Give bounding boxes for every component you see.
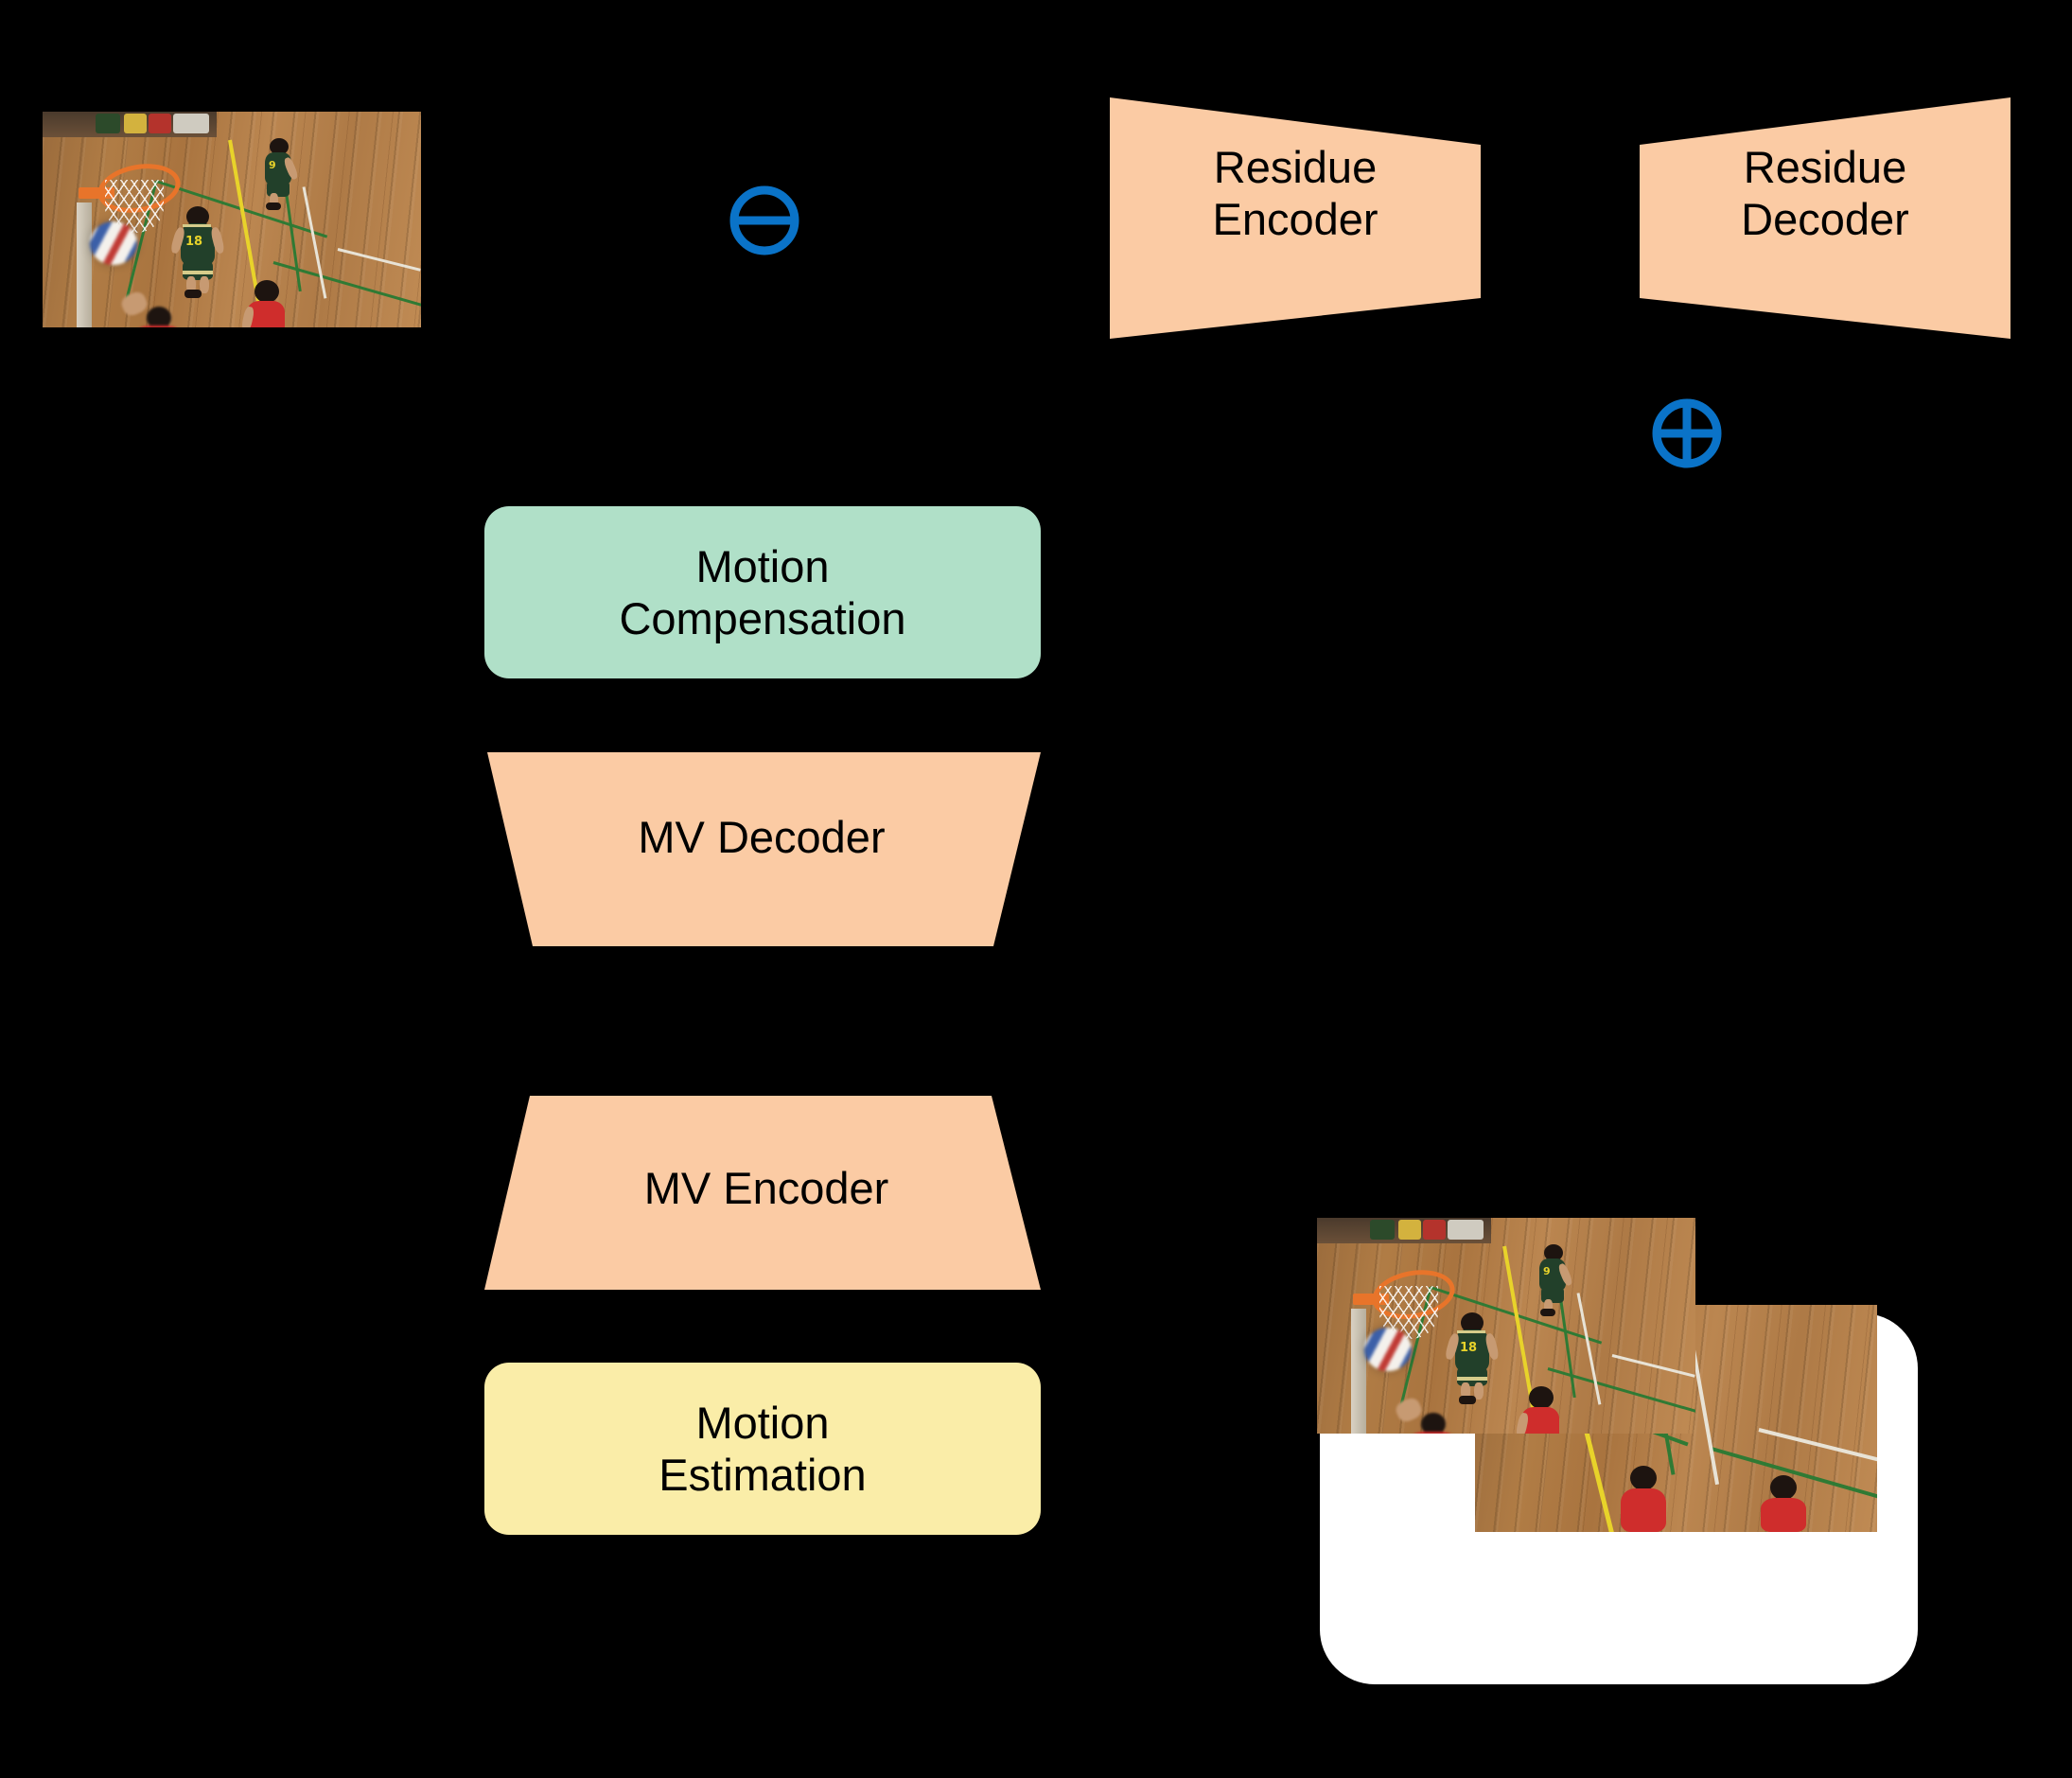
player-head [1770,1475,1797,1500]
block-label-motion-estimation: Motion Estimation [658,1397,867,1500]
court-background-objects [173,114,209,133]
player-number: 9 [269,159,276,171]
player-green-upper: 9 [258,138,300,210]
player-red-bottom-left [1393,1395,1459,1434]
player-shorts [1457,1365,1487,1386]
court-background-objects [149,114,171,133]
player-leg [270,193,278,206]
court-background-objects [96,114,120,133]
player-shorts [267,180,290,197]
block-label-mv-decoder: MV Decoder [638,812,886,862]
player-head [1461,1312,1484,1333]
block-label-residue-decoder: Residue Decoder [1741,142,1909,245]
player-shorts-trim [1457,1377,1487,1381]
player-red-lower-right [1515,1386,1567,1434]
player-head [1529,1386,1554,1409]
player-jersey [1412,1432,1453,1434]
buffer-frame-front-image: 18 9 [1317,1218,1695,1434]
player-leg [186,276,196,293]
basketball [90,221,137,265]
player-red-right [1759,1475,1814,1532]
block-residue-encoder[interactable]: Residue Encoder [1110,97,1481,339]
player-number: 18 [1460,1341,1478,1355]
player-jersey-trim [1457,1330,1485,1333]
court-background-objects [124,114,147,133]
player-leg [1461,1382,1470,1400]
player-shoe [184,290,202,298]
player-jersey-trim [183,224,211,227]
player-leg [200,276,209,293]
player-green-18: 18 [1444,1312,1501,1404]
player-number: 18 [185,235,203,249]
circled-plus-icon [1649,396,1725,471]
block-residue-decoder[interactable]: Residue Decoder [1640,97,2011,339]
player-head [1544,1244,1563,1261]
decoded-frame-buffer[interactable]: 18 9 [1317,1218,1918,1684]
player-jersey [1455,1329,1489,1371]
hoop-post [1351,1309,1366,1434]
player-jersey [1621,1488,1666,1532]
block-mv-encoder[interactable]: MV Encoder [473,1096,1060,1293]
block-mv-decoder[interactable]: MV Decoder [478,752,1045,949]
player-leg [1544,1299,1553,1312]
block-motion-estimation[interactable]: Motion Estimation [484,1363,1041,1535]
current-frame-image: 18 9 [43,112,421,327]
block-label-mv-encoder: MV Encoder [643,1163,889,1213]
block-label-residue-encoder: Residue Encoder [1212,142,1378,245]
player-shoe [266,202,281,210]
player-jersey [181,223,215,265]
player-hand [118,289,150,319]
court-background-objects [1398,1220,1421,1240]
player-shoe [1540,1309,1555,1316]
court-background-objects [1370,1220,1395,1240]
player-head [270,138,289,155]
player-head [147,307,171,327]
player-hand [1393,1395,1425,1425]
circled-minus-icon [727,183,802,258]
player-jersey [137,326,179,327]
player-head [255,280,279,303]
court-background-objects [1423,1220,1446,1240]
player-leg [1474,1382,1484,1400]
player-number: 9 [1543,1265,1551,1277]
player-head [186,206,209,227]
player-red-lower-right [240,280,292,327]
basketball [1364,1328,1412,1371]
player-shorts [1541,1286,1564,1303]
player-shorts [183,259,213,280]
player-green-upper: 9 [1533,1244,1574,1316]
player-head [1630,1466,1657,1490]
player-red-bottom-left [118,289,184,327]
hoop-post [77,202,92,327]
block-motion-compensation[interactable]: Motion Compensation [484,506,1041,678]
player-jersey [1761,1498,1806,1532]
player-shorts-trim [183,271,213,274]
player-shoe [1459,1396,1476,1404]
block-label-motion-compensation: Motion Compensation [619,540,906,643]
player-head [1421,1413,1446,1434]
court-background-objects [1448,1220,1484,1240]
player-red-lower [1617,1466,1674,1532]
player-green-18: 18 [169,206,226,298]
